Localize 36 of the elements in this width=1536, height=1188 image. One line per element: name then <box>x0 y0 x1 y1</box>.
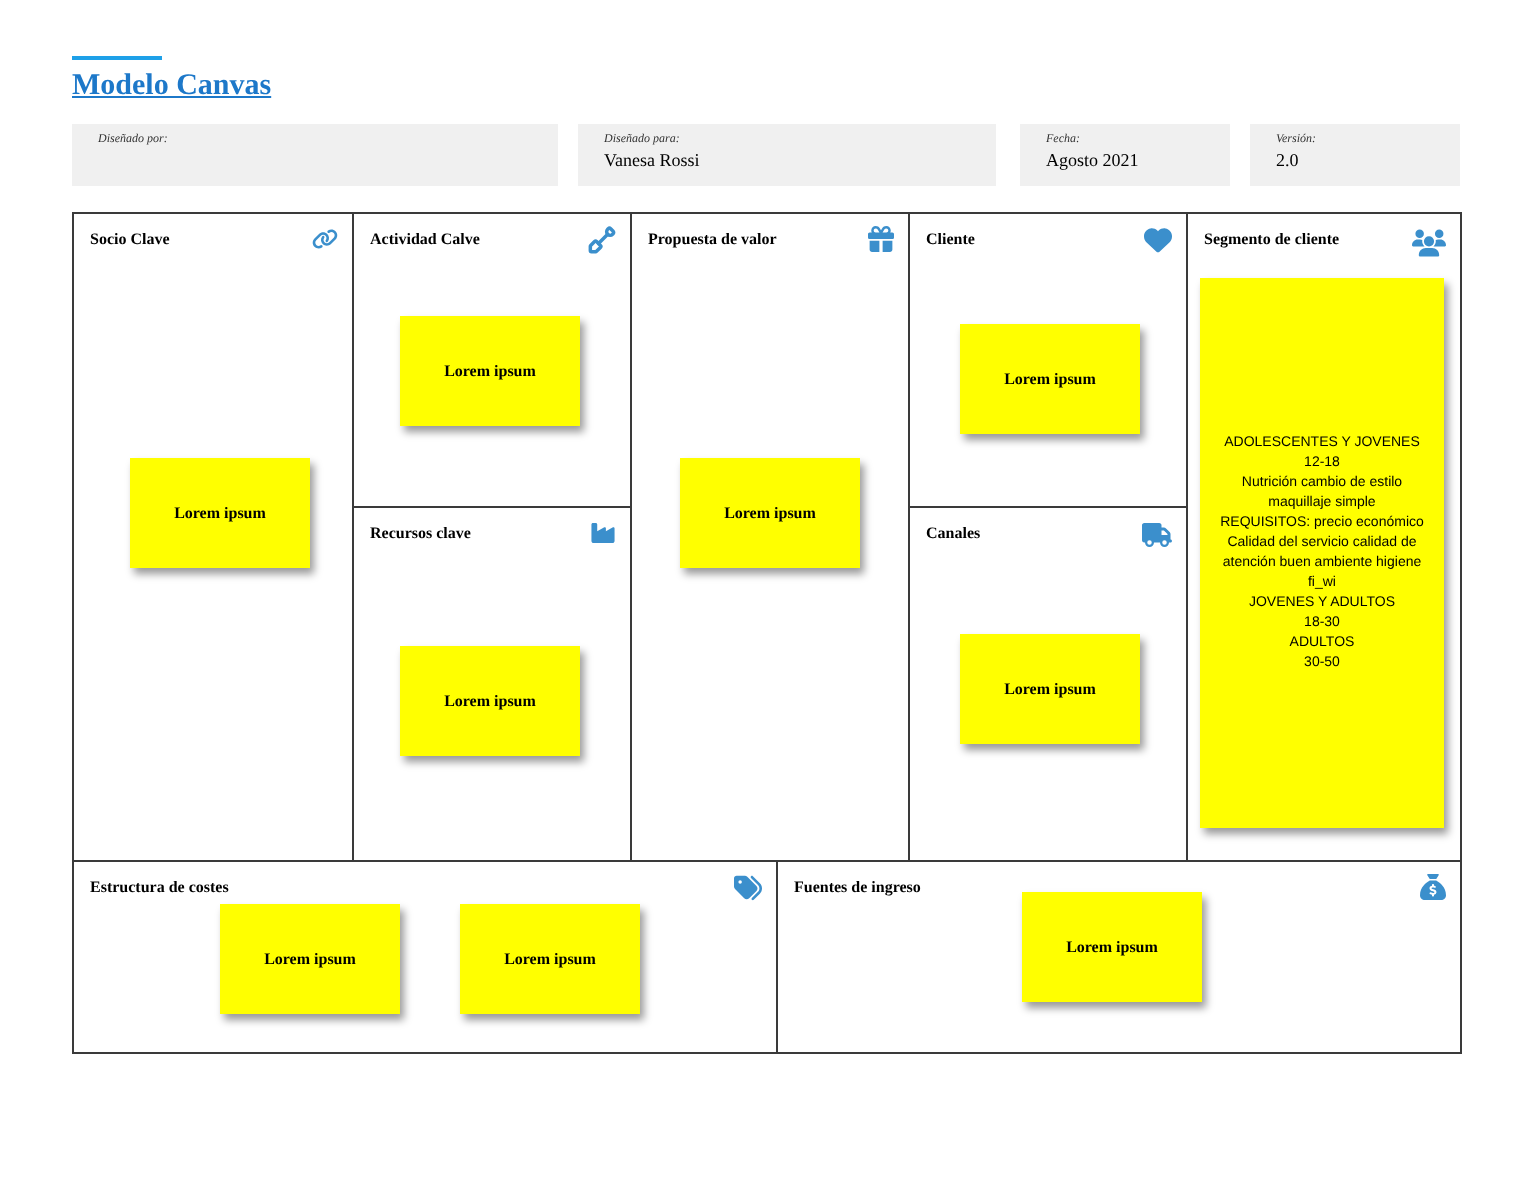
section-title: Fuentes de ingreso <box>794 878 921 898</box>
canvas-section <box>72 212 354 862</box>
canvas-section <box>776 860 1462 1054</box>
section-title: Socio Clave <box>90 230 170 250</box>
section-title: Propuesta de valor <box>648 230 777 250</box>
field-value: Vanesa Rossi <box>604 148 702 172</box>
field-value: 2.0 <box>1276 148 1301 172</box>
sticky-note <box>130 458 310 568</box>
sticky-note <box>400 646 580 756</box>
sticky-note <box>1022 892 1202 1002</box>
sticky-note <box>680 458 860 568</box>
note-text: Lorem ipsum <box>444 691 536 711</box>
note-text: Lorem ipsum <box>264 949 356 969</box>
canvas-section <box>72 860 778 1054</box>
section-title: Recursos clave <box>370 524 471 544</box>
section-title: Estructura de costes <box>90 878 229 898</box>
section-title: Cliente <box>926 230 975 250</box>
canvas-section <box>1186 212 1462 862</box>
sticky-note <box>220 904 400 1014</box>
note-text: Lorem ipsum <box>504 949 596 969</box>
note-text: Lorem ipsum <box>444 361 536 381</box>
note-text: Lorem ipsum <box>1066 937 1158 957</box>
section-title: Segmento de cliente <box>1204 230 1340 250</box>
sticky-note <box>460 904 640 1014</box>
section-title: Canales <box>926 524 981 544</box>
section-title: Actividad Calve <box>370 230 480 250</box>
sticky-note <box>960 324 1140 434</box>
note-text: Lorem ipsum <box>724 503 816 523</box>
title: Modelo Canvas <box>72 68 272 104</box>
field-value: Agosto 2021 <box>1046 148 1141 172</box>
note-text: Lorem ipsum <box>174 503 266 523</box>
sticky-note <box>960 634 1140 744</box>
sticky-note <box>400 316 580 426</box>
note-text: Lorem ipsum <box>1004 679 1096 699</box>
note-text: Lorem ipsum <box>1004 369 1096 389</box>
sticky-note <box>1200 278 1444 828</box>
